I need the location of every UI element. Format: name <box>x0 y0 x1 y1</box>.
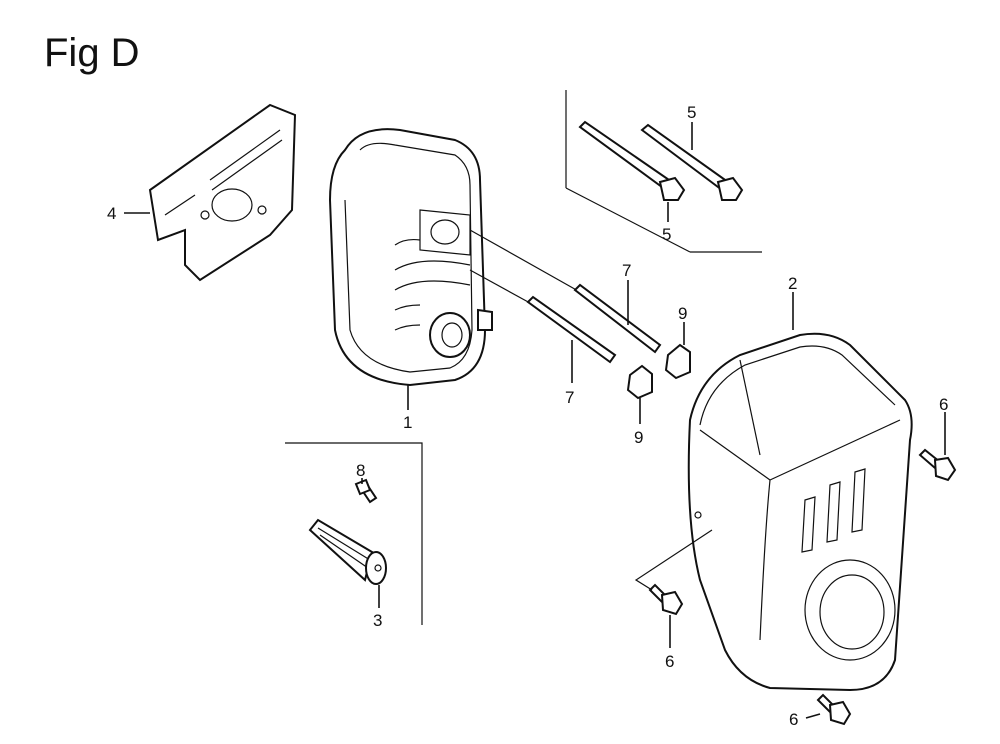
muffler-part <box>328 128 493 387</box>
callout-5-upper: 5 <box>687 103 696 122</box>
callout-9-upper: 9 <box>678 304 687 323</box>
callout-3: 3 <box>373 611 382 630</box>
callout-8: 8 <box>356 461 365 480</box>
callout-6-bottom: 6 <box>789 710 798 729</box>
stud-parts <box>469 229 662 364</box>
figure-title: Fig D <box>44 31 140 75</box>
callout-7-upper: 7 <box>622 261 631 280</box>
nut-parts <box>626 343 691 400</box>
callout-1: 1 <box>403 413 412 432</box>
callout-6-left: 6 <box>665 652 674 671</box>
callout-9-lower: 9 <box>634 428 643 447</box>
screw-parts <box>634 448 957 726</box>
leader-6c <box>805 713 821 719</box>
spark-arrester-part <box>285 442 423 625</box>
gasket-plate-part <box>148 103 297 282</box>
callout-2: 2 <box>788 274 797 293</box>
muffler-protector-part <box>687 332 913 692</box>
callout-7-lower: 7 <box>565 388 574 407</box>
bolt-parts <box>565 90 762 253</box>
callout-6-right: 6 <box>939 395 948 414</box>
callout-4: 4 <box>107 204 116 223</box>
callout-5-lower: 5 <box>662 225 671 244</box>
